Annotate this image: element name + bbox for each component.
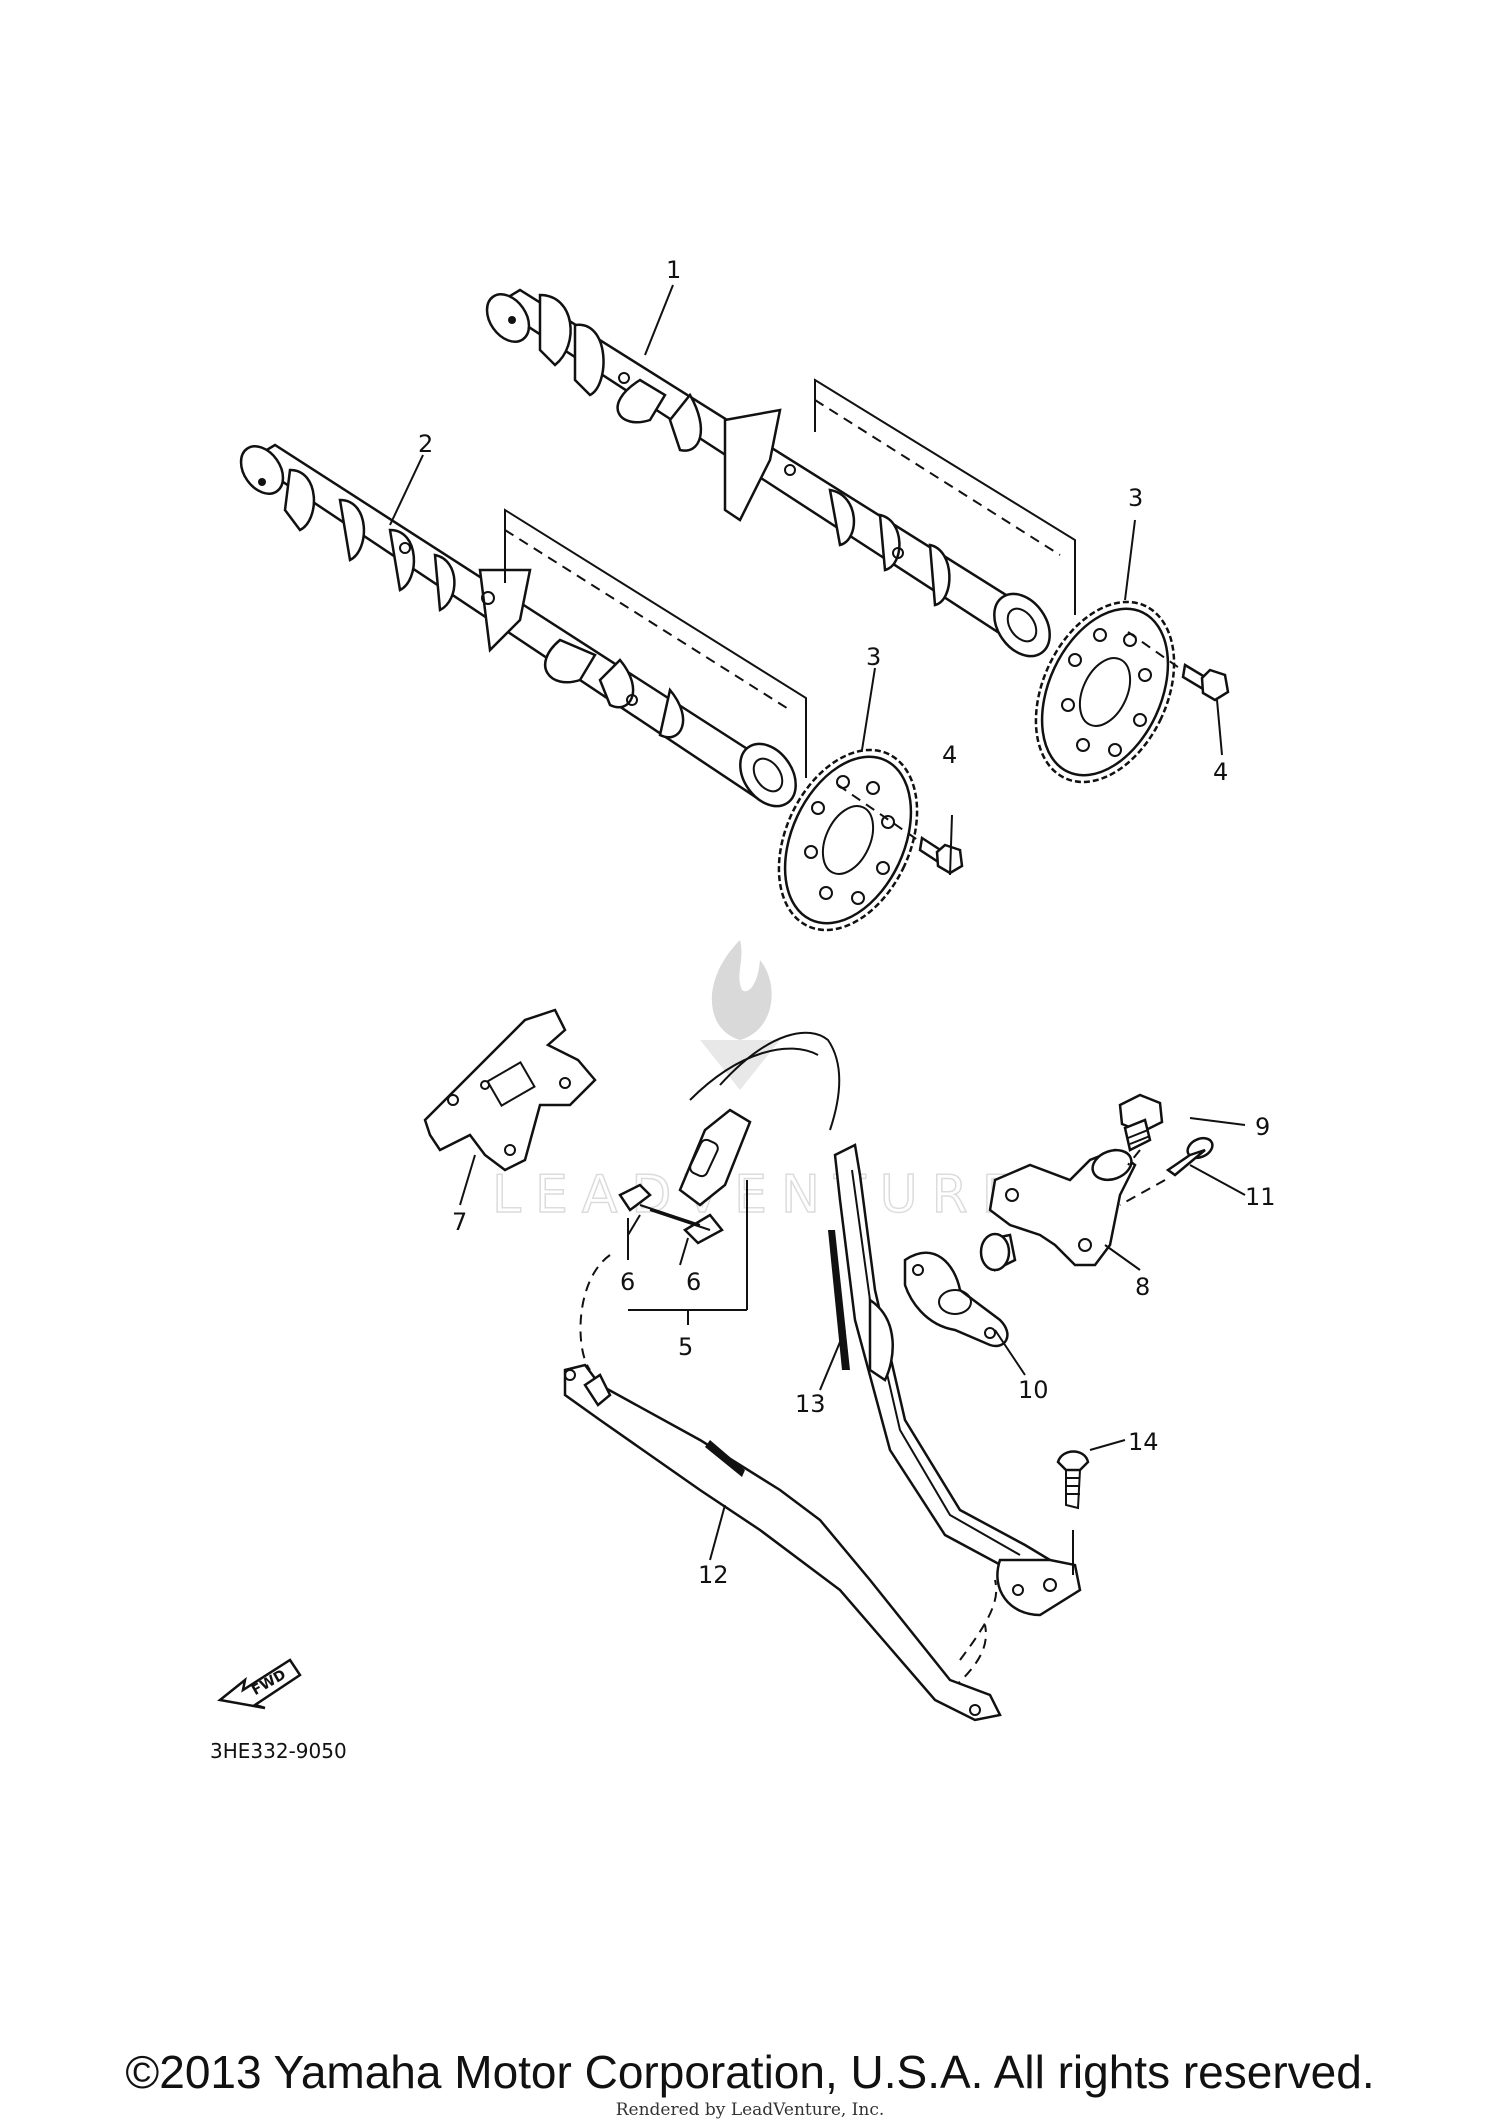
sprocket-lower [777, 748, 919, 932]
callout-4-upper: 4 [1213, 758, 1228, 786]
callout-9: 9 [1255, 1113, 1270, 1141]
callouts: 1 2 3 3 4 4 5 6 6 7 8 9 10 11 12 13 14 [418, 256, 1276, 1589]
copyright-notice: ©2013 Yamaha Motor Corporation, U.S.A. A… [125, 2046, 1375, 2098]
timing-chain [579, 1031, 998, 1701]
tensioner-screw-11 [1119, 1136, 1214, 1206]
camshaft-2 [239, 443, 797, 808]
chain-guide-top-7 [423, 1008, 597, 1172]
tensioner-gasket-10 [903, 1251, 1009, 1348]
watermark-text: LEADVENTURE [492, 1165, 1029, 1225]
callout-7: 7 [452, 1208, 467, 1236]
fwd-arrow: FWD [217, 1658, 302, 1710]
chain-joint-5 [618, 1180, 748, 1325]
callout-3-lower: 3 [866, 643, 881, 671]
callout-10: 10 [1018, 1376, 1049, 1404]
callout-1: 1 [666, 256, 681, 284]
callout-14: 14 [1128, 1428, 1159, 1456]
sprocket-bolt-lower [837, 784, 964, 875]
leadventure-watermark: LEADVENTURE [491, 940, 1029, 1226]
callout-4-lower: 4 [942, 741, 957, 769]
callout-11: 11 [1245, 1183, 1276, 1211]
leader-lines [389, 284, 1246, 1561]
chain-guide-12 [563, 1363, 1002, 1722]
callout-8: 8 [1135, 1273, 1150, 1301]
camshaft-1 [485, 288, 1051, 658]
sprocket-upper [1034, 600, 1176, 784]
callout-12: 12 [698, 1561, 729, 1589]
sprocket-bolt-upper [1127, 631, 1230, 702]
chain-tensioner-8 [979, 1148, 1137, 1272]
callout-5: 5 [678, 1333, 693, 1361]
guide-bolt-14 [1056, 1450, 1090, 1575]
callout-3-upper: 3 [1128, 484, 1143, 512]
callout-6-left: 6 [620, 1268, 635, 1296]
rendered-by-notice: Rendered by LeadVenture, Inc. [615, 2100, 885, 2120]
tensioner-bolt-9 [1118, 1093, 1164, 1166]
callout-13: 13 [795, 1390, 826, 1418]
callout-2: 2 [418, 430, 433, 458]
drawing-code: 3HE332-9050 [210, 1739, 347, 1763]
tensioner-guide-13 [828, 1143, 1082, 1617]
callout-6-right: 6 [686, 1268, 701, 1296]
